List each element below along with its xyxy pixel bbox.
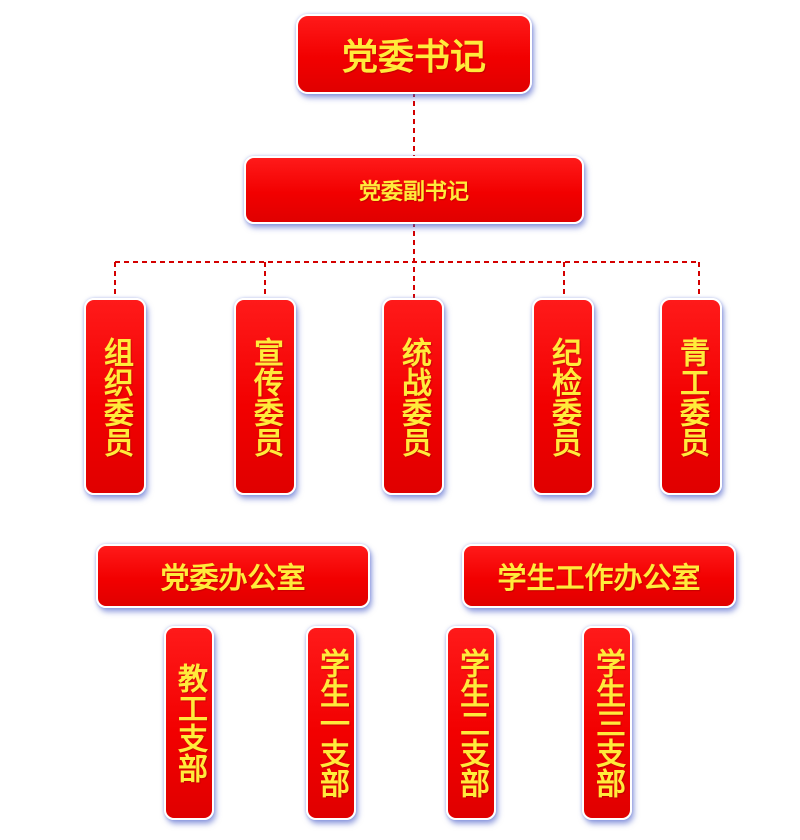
committee-member-youth-work: 青工委员 [660, 298, 722, 495]
student-affairs-office-box: 学生工作办公室 [462, 544, 736, 608]
branch-label: 学生三支部 [590, 648, 625, 798]
deputy-secretary-box: 党委副书记 [244, 156, 584, 224]
committee-member-organization: 组织委员 [84, 298, 146, 495]
committee-member-label: 宣传委员 [248, 336, 283, 457]
branch-label: 学生一支部 [314, 648, 349, 798]
branch-faculty: 教工支部 [164, 626, 214, 820]
committee-member-label: 组织委员 [98, 336, 133, 457]
branch-label: 学生二支部 [454, 648, 489, 798]
branch-student-3: 学生三支部 [582, 626, 632, 820]
branch-student-1: 学生一支部 [306, 626, 356, 820]
committee-member-label: 纪检委员 [546, 336, 581, 457]
party-secretary-box: 党委书记 [296, 14, 532, 94]
branch-student-2: 学生二支部 [446, 626, 496, 820]
office-label: 党委办公室 [160, 561, 306, 595]
deputy-secretary-label: 党委副书记 [358, 179, 469, 205]
committee-member-discipline: 纪检委员 [532, 298, 594, 495]
party-committee-office-box: 党委办公室 [96, 544, 370, 608]
office-label: 学生工作办公室 [497, 561, 701, 595]
committee-member-united-front: 统战委员 [382, 298, 444, 495]
committee-member-label: 青工委员 [674, 336, 709, 457]
committee-member-label: 统战委员 [396, 336, 431, 457]
committee-member-publicity: 宣传委员 [234, 298, 296, 495]
party-secretary-label: 党委书记 [341, 36, 486, 78]
branch-label: 教工支部 [172, 663, 207, 783]
